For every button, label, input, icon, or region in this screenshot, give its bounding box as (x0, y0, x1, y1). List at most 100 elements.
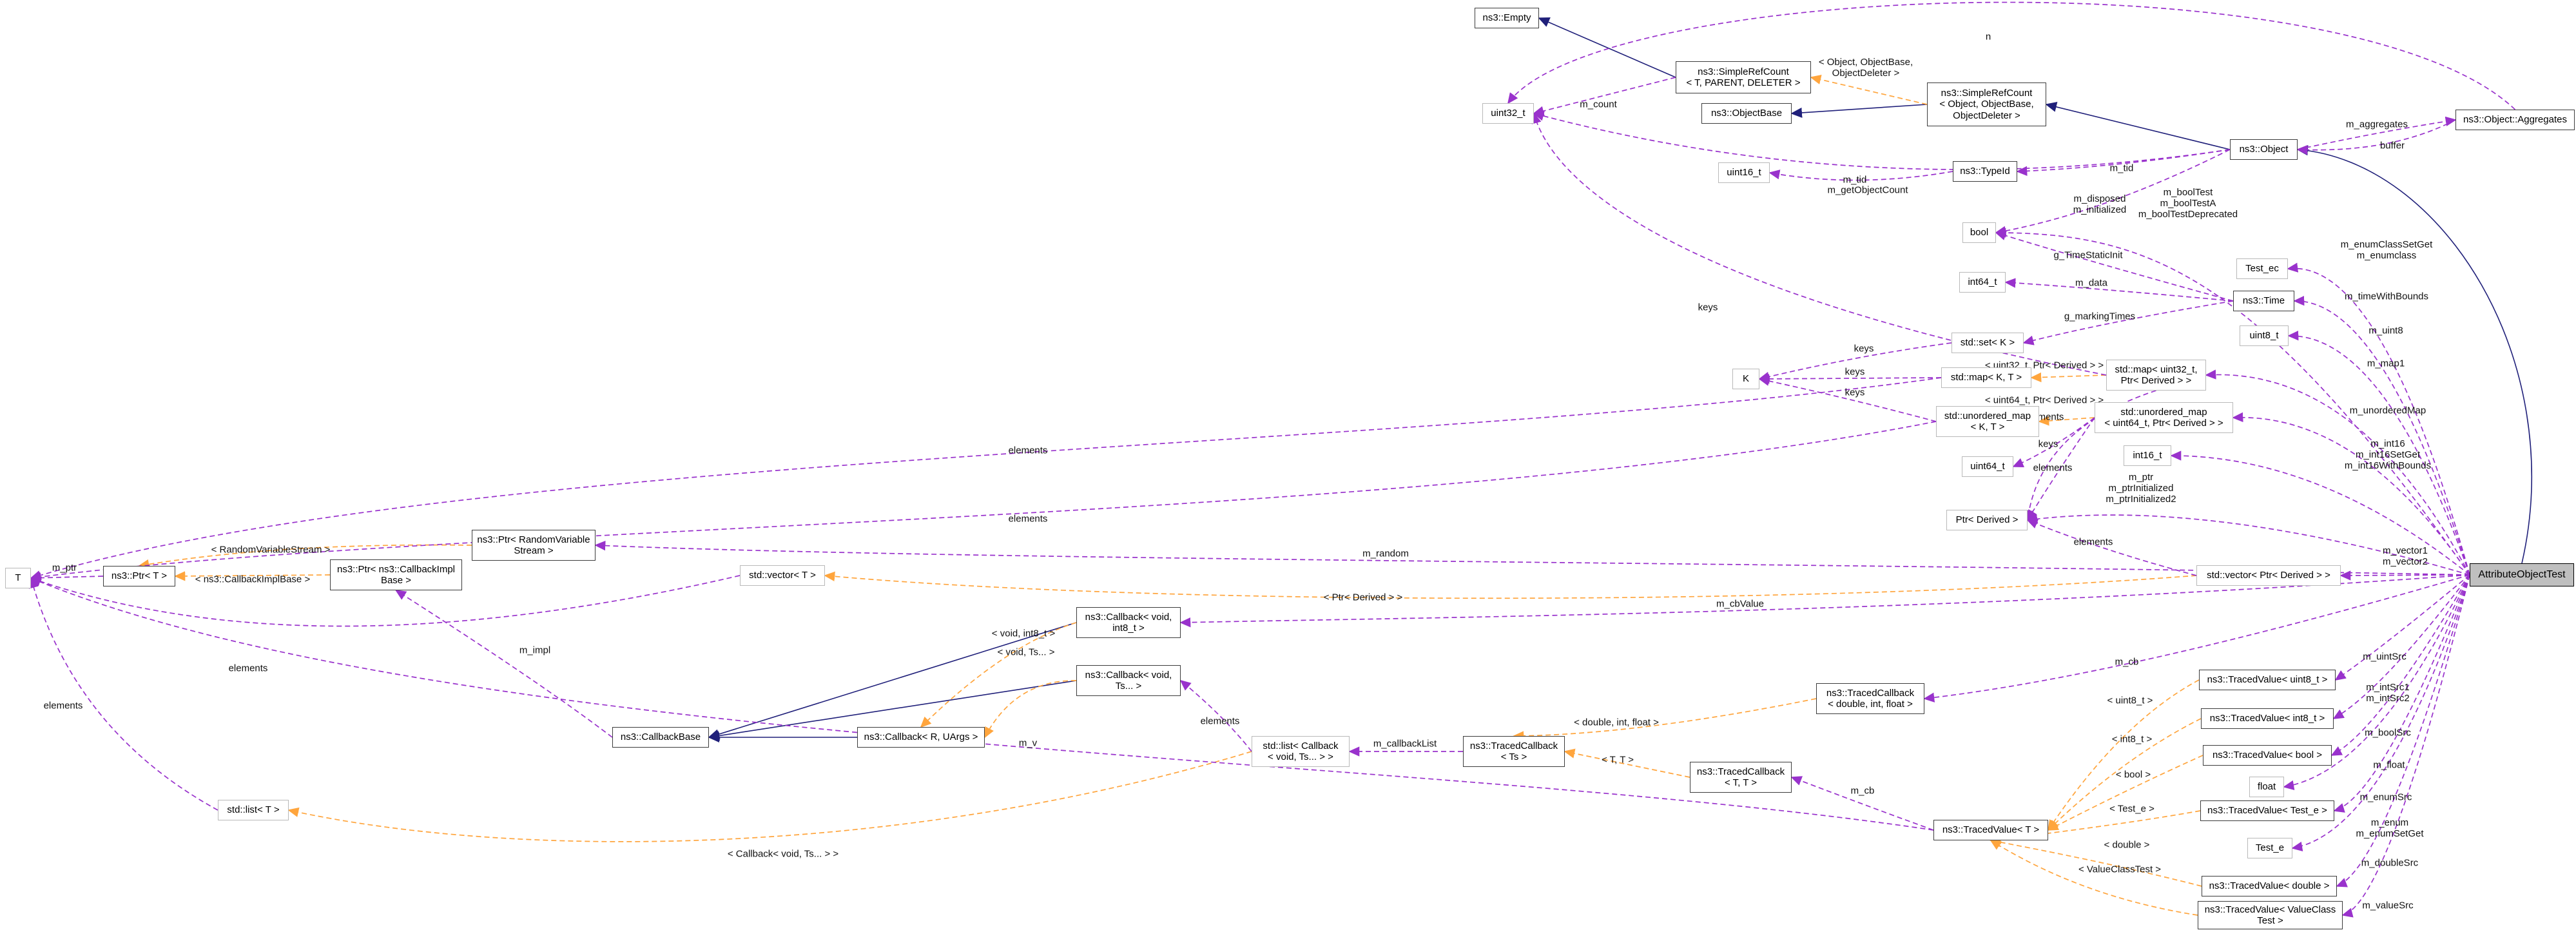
node-uint32-t: uint32_t (1482, 103, 1534, 124)
edge-attributeobjecttest-to-callback-void-int8 (1179, 574, 2470, 628)
edge-attributeobjecttest-to-int16-t (2170, 450, 2470, 576)
edge-attributeobjecttest-to-ptr-derived (2026, 514, 2470, 576)
node-callback-void-ts[interactable]: ns3::Callback< void, Ts... > (1076, 665, 1181, 696)
edge-std-list-callback-to-std-list-t (287, 751, 1252, 842)
node-ns3-callbackbase[interactable]: ns3::CallbackBase (612, 727, 709, 748)
edge-ns3-time-to-bool (1995, 231, 2234, 302)
edge-std-vector-ptr-derived-to-ptr-derived (2026, 519, 2197, 576)
node-ns3-time[interactable]: ns3::Time (2233, 291, 2294, 311)
edge-std-list-t-to-t (28, 577, 218, 811)
node-uint8-t: uint8_t (2240, 325, 2289, 346)
node-std-list-callback: std::list< Callback < void, Ts... > > (1252, 736, 1350, 767)
node-simplerefcount-object[interactable]: ns3::SimpleRefCount < Object, ObjectBase… (1927, 82, 2046, 126)
node-std-vector-ptr-derived: std::vector< Ptr< Derived > > (2196, 565, 2341, 586)
edge-callback-void-int8-to-ns3-callbackbase (708, 622, 1077, 739)
node-callback-r-uargs[interactable]: ns3::Callback< R, UArgs > (857, 727, 985, 748)
node-object-aggregates[interactable]: ns3::Object::Aggregates (2455, 110, 2575, 130)
edge-std-vector-ptr-derived-to-std-vector-t (824, 571, 2197, 599)
edge-ns3-object-to-uint32-t (1533, 111, 2231, 170)
node-bool: bool (1962, 222, 1996, 243)
edge-simplerefcount-object-to-simplerefcount-t-parent-deleter (1810, 75, 1928, 105)
node-tracedcallback-t-t[interactable]: ns3::TracedCallback < T, T > (1690, 762, 1792, 793)
node-test-e: Test_e (2247, 838, 2292, 858)
edge-ns3-callbackbase-to-ns3-ptr-callbackimplbase (395, 590, 613, 738)
node-ns3-ptr-callbackimplbase[interactable]: ns3::Ptr< ns3::CallbackImpl Base > (330, 559, 462, 590)
edge-attributeobjecttest-to-float (2283, 574, 2470, 790)
node-std-set-k: std::set< K > (1951, 333, 2024, 353)
edge-callback-void-ts-to-ns3-callbackbase (708, 680, 1077, 741)
node-tracedvalue-double[interactable]: ns3::TracedValue< double > (2202, 876, 2337, 896)
edge-attributeobjecttest-to-test-e (2291, 574, 2470, 851)
edge-tracedvalue-int8-to-tracedvalue-t (2047, 718, 2202, 831)
edge-tracedvalue-bool-to-tracedvalue-t (2047, 755, 2203, 831)
node-std-map-uint32: std::map< uint32_t, Ptr< Derived > > (2106, 360, 2206, 391)
node-int16-t: int16_t (2124, 445, 2171, 466)
edge-std-map-uint32-to-ptr-derived (2024, 390, 2156, 521)
edge-attributeobjecttest-to-test-ec (2287, 262, 2470, 576)
node-tracedcallback-ts[interactable]: ns3::TracedCallback < Ts > (1463, 736, 1565, 767)
node-std-list-t: std::list< T > (218, 800, 289, 820)
node-callback-void-int8[interactable]: ns3::Callback< void, int8_t > (1076, 607, 1181, 638)
edge-ns3-typeid-to-uint16-t (1768, 170, 1953, 181)
edge-attributeobjecttest-to-tracedvalue-valueclasstest (2341, 574, 2470, 918)
edge-tracedvalue-t-to-t (30, 577, 1934, 831)
edge-attributeobjecttest-to-bool (1995, 228, 2470, 576)
edge-attributeobjecttest-to-ns3-ptr-randomvariablestream (594, 540, 2470, 576)
edge-ns3-ptr-randomvariablestream-to-ns3-ptr-t (138, 544, 472, 570)
node-std-unordered-map-k-t: std::unordered_map < K, T > (1936, 406, 2039, 437)
edge-attributeobjecttest-to-tracedvalue-double (2336, 574, 2470, 887)
node-ns3-typeid[interactable]: ns3::TypeId (1953, 161, 2017, 182)
node-test-ec: Test_ec (2236, 258, 2288, 279)
edge-ns3-ptr-callbackimplbase-to-ns3-ptr-t (174, 571, 331, 581)
node-ns3-objectbase[interactable]: ns3::ObjectBase (1701, 103, 1792, 124)
edge-callback-void-ts-to-callback-r-uargs (984, 680, 1077, 739)
node-int64-t: int64_t (1959, 272, 2006, 293)
edge-std-unordered-map-uint64-to-ptr-derived (2027, 417, 2095, 521)
edge-attributeobjecttest-to-ns3-time (2293, 296, 2470, 576)
edge-attributeobjecttest-to-tracedvalue-int8 (2332, 574, 2470, 719)
edge-simplerefcount-object-to-ns3-objectbase (1790, 104, 1928, 118)
edge-attributeobjecttest-to-tracedvalue-uint8 (2334, 574, 2470, 681)
node-ns3-ptr-randomvariablestream[interactable]: ns3::Ptr< RandomVariable Stream > (472, 530, 596, 561)
edge-ns3-object-to-bool (1995, 149, 2231, 236)
edge-ns3-object-to-simplerefcount-object (2045, 102, 2231, 150)
edge-tracedvalue-t-to-tracedcallback-t-t (1790, 776, 1934, 831)
edge-attributeobjecttest-to-ns3-object (2296, 145, 2532, 564)
node-ns3-ptr-t[interactable]: ns3::Ptr< T > (103, 566, 175, 586)
node-uint64-t: uint64_t (1962, 456, 2013, 477)
node-tracedvalue-test-e[interactable]: ns3::TracedValue< Test_e > (2200, 800, 2334, 821)
edge-attributeobjecttest-to-tracedvalue-bool (2330, 574, 2470, 756)
node-tracedvalue-valueclasstest[interactable]: ns3::TracedValue< ValueClass Test > (2198, 901, 2343, 929)
edge-std-unordered-map-k-t-to-t (30, 421, 1937, 582)
node-tracedvalue-bool[interactable]: ns3::TracedValue< bool > (2203, 745, 2332, 766)
edge-ns3-time-to-std-set-k (2022, 300, 2234, 345)
edge-attributeobjecttest-to-std-map-uint32 (2205, 369, 2470, 576)
node-simplerefcount-t-parent-deleter[interactable]: ns3::SimpleRefCount < T, PARENT, DELETER… (1676, 61, 1811, 93)
edge-tracedvalue-valueclasstest-to-tracedvalue-t (1990, 840, 2198, 916)
node-tracedvalue-int8[interactable]: ns3::TracedValue< int8_t > (2201, 708, 2334, 729)
edge-simplerefcount-t-parent-deleter-to-uint32-t (1533, 77, 1676, 116)
edge-callback-void-int8-to-callback-r-uargs (920, 622, 1077, 728)
node-tracedvalue-uint8[interactable]: ns3::TracedValue< uint8_t > (2199, 670, 2336, 690)
node-attributeobjecttest: AttributeObjectTest (2470, 563, 2574, 586)
edge-std-map-k-t-to-k (1758, 374, 1942, 384)
edge-std-map-uint32-to-std-map-k-t (2030, 372, 2107, 383)
edge-object-aggregates-to-uint32-t (1507, 1, 2516, 110)
node-ptr-derived: Ptr< Derived > (1946, 510, 2028, 530)
edge-object-aggregates-to-ns3-object (2296, 119, 2456, 155)
edge-simplerefcount-t-parent-deleter-to-ns3-empty (1538, 17, 1676, 78)
edge-tracedcallback-double-int-float-to-tracedcallback-ts (1513, 698, 1817, 741)
node-ns3-object[interactable]: ns3::Object (2230, 139, 2298, 160)
node-float: float (2249, 777, 2284, 797)
node-tracedvalue-t[interactable]: ns3::TracedValue< T > (1933, 820, 2048, 840)
edge-ns3-time-to-int64-t (2004, 278, 2234, 302)
edge-std-set-k-to-k (1758, 342, 1952, 382)
node-ns3-empty[interactable]: ns3::Empty (1475, 8, 1539, 28)
node-k: K (1732, 369, 1759, 389)
edge-std-unordered-map-uint64-to-std-unordered-map-k-t (2038, 416, 2095, 426)
edge-std-map-k-t-to-t (30, 377, 1942, 580)
node-tracedcallback-double-int-float[interactable]: ns3::TracedCallback < double, int, float… (1816, 683, 1924, 714)
edge-ns3-object-to-ns3-typeid (2016, 149, 2231, 177)
edge-attributeobjecttest-to-tracedcallback-double-int-float (1923, 574, 2470, 702)
